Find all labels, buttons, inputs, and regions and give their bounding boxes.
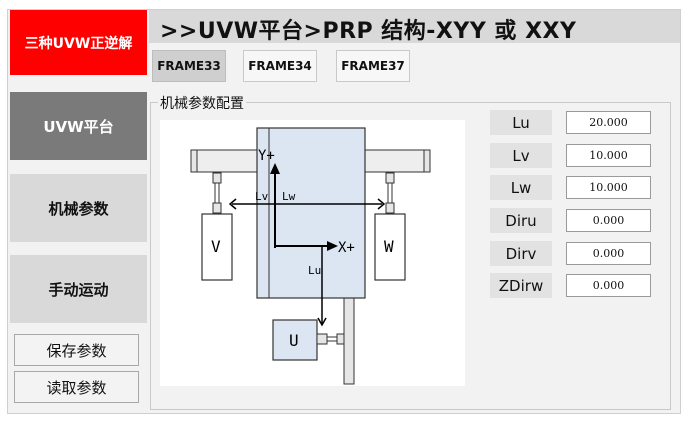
sidebar-item-mechanical-params[interactable]: 机械参数 <box>10 174 147 242</box>
param-label-dirv: Dirv <box>490 241 552 266</box>
param-value-zdirw[interactable]: 0.000 <box>566 274 651 297</box>
sidebar-item-manual-motion[interactable]: 手动运动 <box>10 255 147 323</box>
group-label: 机械参数配置 <box>158 93 246 113</box>
param-value-dirv[interactable]: 0.000 <box>566 242 651 265</box>
uvw-diagram-svg: Y+ X+ Lv Lw Lu V W U <box>190 127 431 385</box>
x-axis-label: X+ <box>338 240 355 256</box>
u-guide-rail <box>343 295 355 385</box>
u-coupling <box>316 333 328 345</box>
x-axis-arrowhead <box>327 241 338 251</box>
motor-v <box>201 213 233 281</box>
tab-frame34[interactable]: FRAME34 <box>243 50 317 82</box>
motor-w-label: W <box>384 237 394 256</box>
sidebar-item-uvw-platform[interactable]: UVW平台 <box>10 92 147 160</box>
param-value-lu[interactable]: 20.000 <box>566 111 651 134</box>
brand-label: 三种UVW正逆解 <box>10 10 147 75</box>
param-label-lw: Lw <box>490 175 552 200</box>
param-value-diru[interactable]: 0.000 <box>566 209 651 232</box>
right-rail <box>364 149 426 173</box>
param-label-zdirw: ZDirw <box>490 273 552 298</box>
param-label-diru: Diru <box>490 208 552 233</box>
u-shaft <box>326 336 338 342</box>
u-connector <box>336 333 345 345</box>
left-rail-cap <box>190 149 198 173</box>
uvw-diagram: Y+ X+ Lv Lw Lu V W U <box>160 120 465 386</box>
w-shaft <box>387 182 393 204</box>
title-bar <box>149 10 680 43</box>
lv-label: Lv <box>255 190 269 203</box>
v-connector <box>212 172 222 184</box>
lw-label: Lw <box>282 190 296 203</box>
tab-frame33[interactable]: FRAME33 <box>152 50 226 82</box>
lu-label: Lu <box>308 264 321 277</box>
load-params-button[interactable]: 读取参数 <box>14 371 139 403</box>
y-axis-label: Y+ <box>258 148 275 164</box>
y-axis-arrowhead <box>270 163 280 174</box>
left-rail <box>194 149 258 173</box>
lv-arrowhead <box>228 198 237 210</box>
v-shaft <box>214 182 220 204</box>
motor-v-label: V <box>211 237 221 256</box>
tab-frame37[interactable]: FRAME37 <box>336 50 410 82</box>
param-value-lv[interactable]: 10.000 <box>566 144 651 167</box>
lu-arrowhead <box>317 317 327 327</box>
lw-arrowhead <box>377 198 386 210</box>
param-label-lu: Lu <box>490 110 552 135</box>
page-title: >>UVW平台>PRP 结构-XYY 或 XXY <box>160 19 577 44</box>
v-coupling <box>212 202 222 214</box>
motor-u-label: U <box>289 331 299 350</box>
right-rail-cap <box>423 149 431 173</box>
w-connector <box>385 172 395 184</box>
w-coupling <box>385 202 395 214</box>
motor-w <box>374 213 406 281</box>
mechanical-config-group <box>150 102 671 410</box>
param-label-lv: Lv <box>490 143 552 168</box>
save-params-button[interactable]: 保存参数 <box>14 334 139 366</box>
param-value-lw[interactable]: 10.000 <box>566 176 651 199</box>
